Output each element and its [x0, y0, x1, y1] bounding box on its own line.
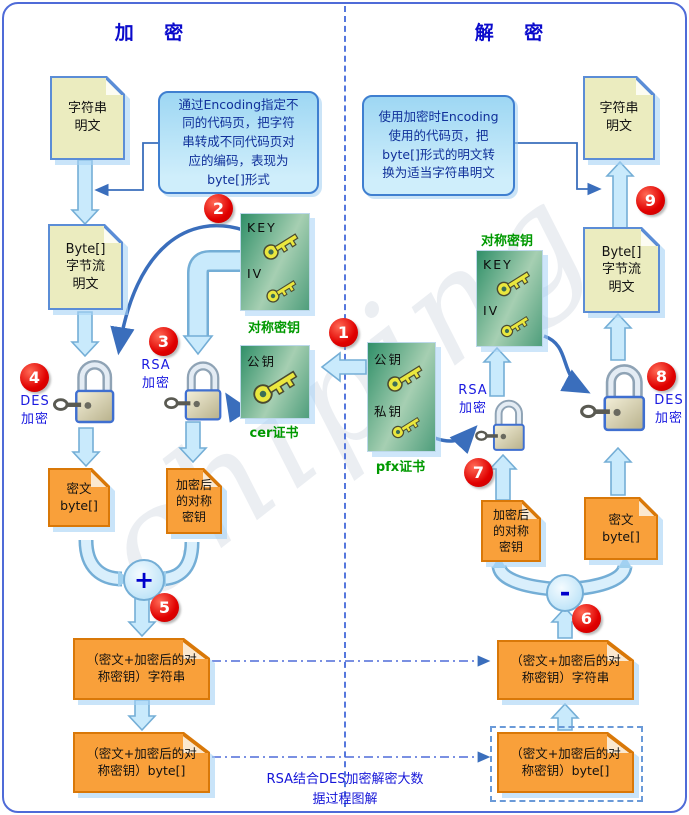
encrypt-flow-arrows — [70, 159, 367, 732]
key-icon — [498, 312, 531, 340]
encrypt-symkey-caption: 对称密钥 — [247, 321, 300, 336]
decrypt-string-box: （密文+加密后的对 称密钥）字符串 — [497, 640, 634, 700]
encrypt-plaintext-doc: 字符串 明文 — [50, 76, 125, 160]
iv-label: IV — [247, 266, 264, 281]
decrypt-rsa-label: RSA 加密 — [458, 383, 488, 416]
iv-label: IV — [483, 303, 500, 318]
combine-plus-circle: + — [123, 559, 165, 601]
center-divider-line — [344, 6, 346, 807]
step-badge-3: 3 — [149, 327, 178, 356]
step-badge-2: 2 — [204, 194, 233, 223]
decrypt-bytes-string-box: （密文+加密后的对 称密钥）byte[] — [497, 732, 634, 793]
decrypt-title: 解 密 — [474, 22, 556, 44]
diagram-caption: RSA结合DES加密解密大数 据过程图解 — [235, 770, 455, 809]
decrypt-des-lock-icon — [580, 358, 648, 434]
decrypt-flow-arrows — [482, 160, 635, 731]
decrypt-pfx-caption: pfx证书 — [375, 460, 426, 475]
dashdot-links — [212, 655, 491, 763]
private-key-label: 私钥 — [374, 404, 404, 419]
decrypt-bytes-doc: Byte[] 字节流 明文 — [583, 227, 660, 313]
step-badge-1: 1 — [329, 318, 358, 347]
step-badge-7: 7 — [464, 458, 493, 487]
step-badge-6: 6 — [572, 604, 601, 633]
decrypt-plaintext-doc: 字符串 明文 — [583, 76, 655, 160]
key-icon — [250, 365, 301, 407]
encrypt-bytes-string-box: （密文+加密后的对 称密钥）byte[] — [73, 732, 210, 793]
encrypt-rsa-label: RSA 加密 — [141, 358, 171, 391]
decrypt-cipher-doc: 密文 byte[] — [584, 497, 658, 560]
step-badge-9: 9 — [636, 186, 665, 215]
encrypt-title: 加 密 — [114, 22, 196, 44]
caption-line-1: RSA结合DES加密解密大数 — [266, 772, 424, 787]
caption-line-2: 据过程图解 — [312, 791, 378, 807]
encrypt-des-lock-icon — [53, 354, 117, 426]
symkey-pipe — [182, 250, 240, 356]
encrypt-enckey-doc: 加密后 的对称 密钥 — [166, 468, 222, 534]
key-icon — [384, 361, 425, 395]
public-key-label: 公钥 — [247, 354, 277, 369]
encrypt-string-box: （密文+加密后的对 称密钥）字符串 — [73, 638, 210, 700]
key-icon — [389, 413, 422, 441]
decrypt-encoding-callout: 使用加密时Encoding 使用的代码页，把 byte[]形式的明文转 换为适当… — [362, 95, 515, 196]
encrypt-des-label: DES 加密 — [20, 394, 50, 427]
step-badge-4: 4 — [20, 363, 49, 392]
encrypt-cipher-doc: 密文 byte[] — [48, 468, 110, 527]
decrypt-pfx-box: 公钥 私钥 — [367, 342, 436, 452]
encrypt-symkey-box: KEY IV — [240, 213, 310, 311]
encrypt-encoding-callout: 通过Encoding指定不 同的代码页，把字符 串转成不同代码页对 应的编码，表… — [158, 91, 319, 194]
decrypt-des-label: DES 加密 — [654, 393, 684, 426]
encrypt-bytes-doc: Byte[] 字节流 明文 — [48, 224, 123, 310]
decrypt-enckey-doc: 加密后 的对称 密钥 — [481, 500, 541, 562]
decrypt-symkey-box: KEY IV — [476, 250, 543, 347]
key-icon — [264, 276, 299, 305]
key-label: KEY — [247, 220, 277, 235]
step-badge-5: 5 — [150, 593, 179, 622]
public-key-label: 公钥 — [374, 352, 404, 367]
key-label: KEY — [483, 257, 513, 272]
key-icon — [494, 267, 533, 299]
step-badge-8: 8 — [647, 362, 676, 391]
decrypt-symkey-caption: 对称密钥 — [480, 234, 533, 249]
key-icon — [260, 230, 301, 263]
encrypt-cer-box: 公钥 — [240, 345, 310, 419]
encrypt-cer-caption: cer证书 — [249, 426, 299, 441]
callout-connectors — [94, 142, 602, 197]
